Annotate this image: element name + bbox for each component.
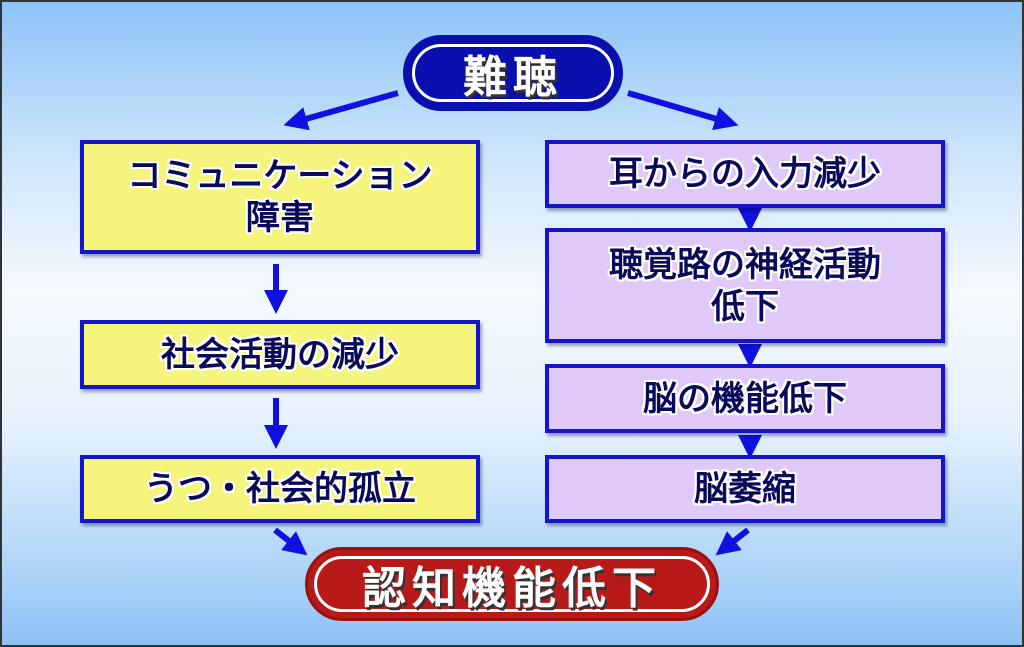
left-node-social-activity: 社会活動の減少	[80, 320, 480, 389]
left-node-communication: コミュニケーション 障害	[80, 140, 480, 254]
arrow-right-to-bottom	[715, 527, 750, 556]
bottom-node-label: 認知機能低下	[362, 563, 662, 614]
right-node-brain-function: 脳の機能低下	[545, 364, 945, 433]
bottom-node-cognitive-decline: 認知機能低下	[305, 547, 719, 621]
right-node-ear-input: 耳からの入力減少	[545, 140, 945, 208]
top-node-label: 難聴	[463, 52, 563, 103]
arrow-top-to-left	[283, 90, 399, 131]
top-node-hearing-loss: 難聴	[403, 35, 623, 111]
arrow-left-to-bottom	[273, 527, 308, 556]
right-node-auditory-nerve: 聴覚路の神経活動 低下	[545, 228, 945, 343]
left-node-depression-isolation: うつ・社会的孤立	[80, 455, 480, 523]
right-node-brain-atrophy: 脳萎縮	[545, 455, 945, 523]
arrow-top-to-right	[627, 90, 739, 131]
